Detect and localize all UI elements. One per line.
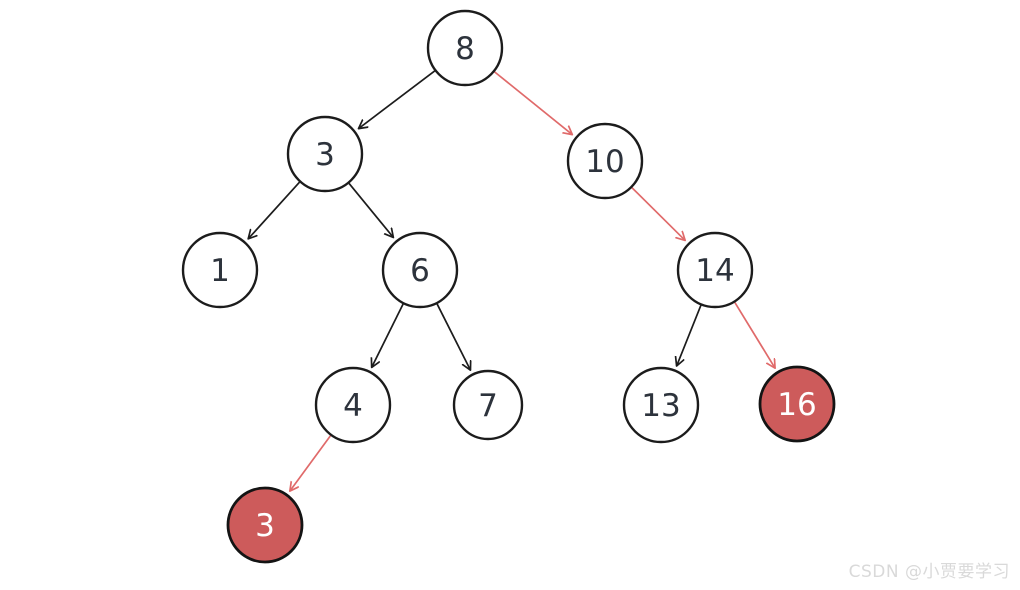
- node-circle: [622, 366, 700, 444]
- edge-6-4: [372, 303, 404, 367]
- node-value: 3: [315, 137, 335, 173]
- node-value: 3: [255, 508, 275, 544]
- tree-node-4: 4: [314, 366, 392, 444]
- edge-3-1: [248, 181, 301, 239]
- node-value: 4: [343, 388, 363, 424]
- node-value: 8: [455, 31, 475, 67]
- tree-node-6: 6: [381, 231, 459, 309]
- tree-node-8: 8: [426, 9, 504, 87]
- edge-14-16-highlighted: [734, 301, 775, 368]
- node-circle: [758, 365, 836, 443]
- tree-node-3: 3: [286, 115, 364, 193]
- node-value: 13: [641, 388, 680, 424]
- node-value: 10: [585, 144, 624, 180]
- tree-node-14: 14: [676, 231, 754, 309]
- node-circle: [314, 366, 392, 444]
- edge-8-3: [358, 70, 436, 129]
- tree-node-1: 1: [181, 231, 259, 309]
- node-value: 6: [410, 253, 430, 289]
- edge-14-13: [677, 304, 702, 366]
- node-circle: [676, 231, 754, 309]
- node-circle: [381, 231, 459, 309]
- node-circle: [286, 115, 364, 193]
- node-value: 7: [478, 388, 498, 424]
- tree-node-10: 10: [566, 122, 644, 200]
- tree-node-7: 7: [452, 369, 524, 441]
- edge-10-14-highlighted: [631, 187, 685, 241]
- edge-8-10-highlighted: [494, 71, 573, 135]
- tree-node-13: 13: [622, 366, 700, 444]
- edge-4-3-highlighted: [290, 435, 332, 491]
- edge-3-6: [348, 182, 393, 237]
- edge-6-7: [436, 303, 470, 370]
- node-circle: [566, 122, 644, 200]
- node-value: 16: [777, 387, 816, 423]
- node-value: 1: [210, 253, 230, 289]
- node-circle: [426, 9, 504, 87]
- node-circle: [226, 486, 304, 564]
- watermark: CSDN @小贾要学习: [848, 562, 1010, 582]
- node-circle: [181, 231, 259, 309]
- node-value: 14: [695, 253, 734, 289]
- tree-node-3-highlighted: 3: [226, 486, 304, 564]
- node-circle: [452, 369, 524, 441]
- tree-node-16-highlighted: 16: [758, 365, 836, 443]
